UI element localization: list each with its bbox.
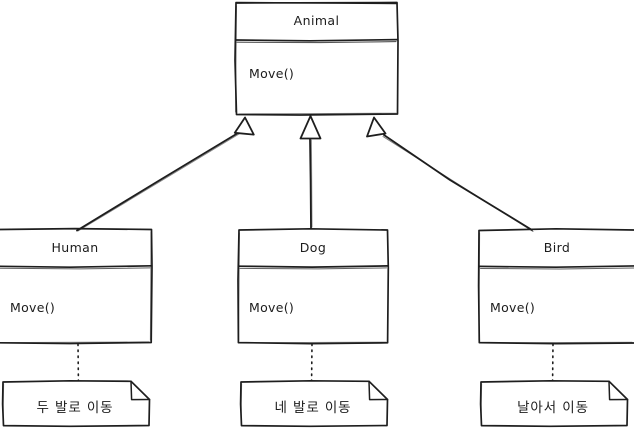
- class-node-animal[interactable]: [235, 2, 398, 115]
- class-method-bird-move: Move(): [490, 300, 536, 315]
- class-method-dog-move: Move(): [249, 300, 295, 315]
- class-node-bird[interactable]: [478, 228, 634, 343]
- generalization-bird-to-animal: [366, 116, 534, 232]
- note-text-human: 두 발로 이동: [36, 400, 114, 416]
- note-text-dog: 네 발로 이동: [274, 400, 352, 416]
- class-method-animal-move: Move(): [249, 66, 295, 81]
- class-node-human[interactable]: [0, 228, 152, 343]
- class-method-human-move: Move(): [10, 300, 56, 315]
- note-node-dog[interactable]: [240, 380, 388, 426]
- class-title-human: Human: [51, 240, 99, 255]
- class-title-animal: Animal: [293, 13, 340, 28]
- class-title-dog: Dog: [299, 240, 327, 255]
- class-title-bird: Bird: [543, 240, 571, 255]
- note-node-bird[interactable]: [480, 380, 628, 426]
- generalization-human-to-animal: [76, 116, 255, 232]
- note-text-bird: 날아서 이동: [517, 400, 589, 416]
- generalization-dog-to-animal: [299, 115, 322, 229]
- class-node-dog[interactable]: [238, 228, 388, 343]
- note-node-human[interactable]: [2, 380, 150, 426]
